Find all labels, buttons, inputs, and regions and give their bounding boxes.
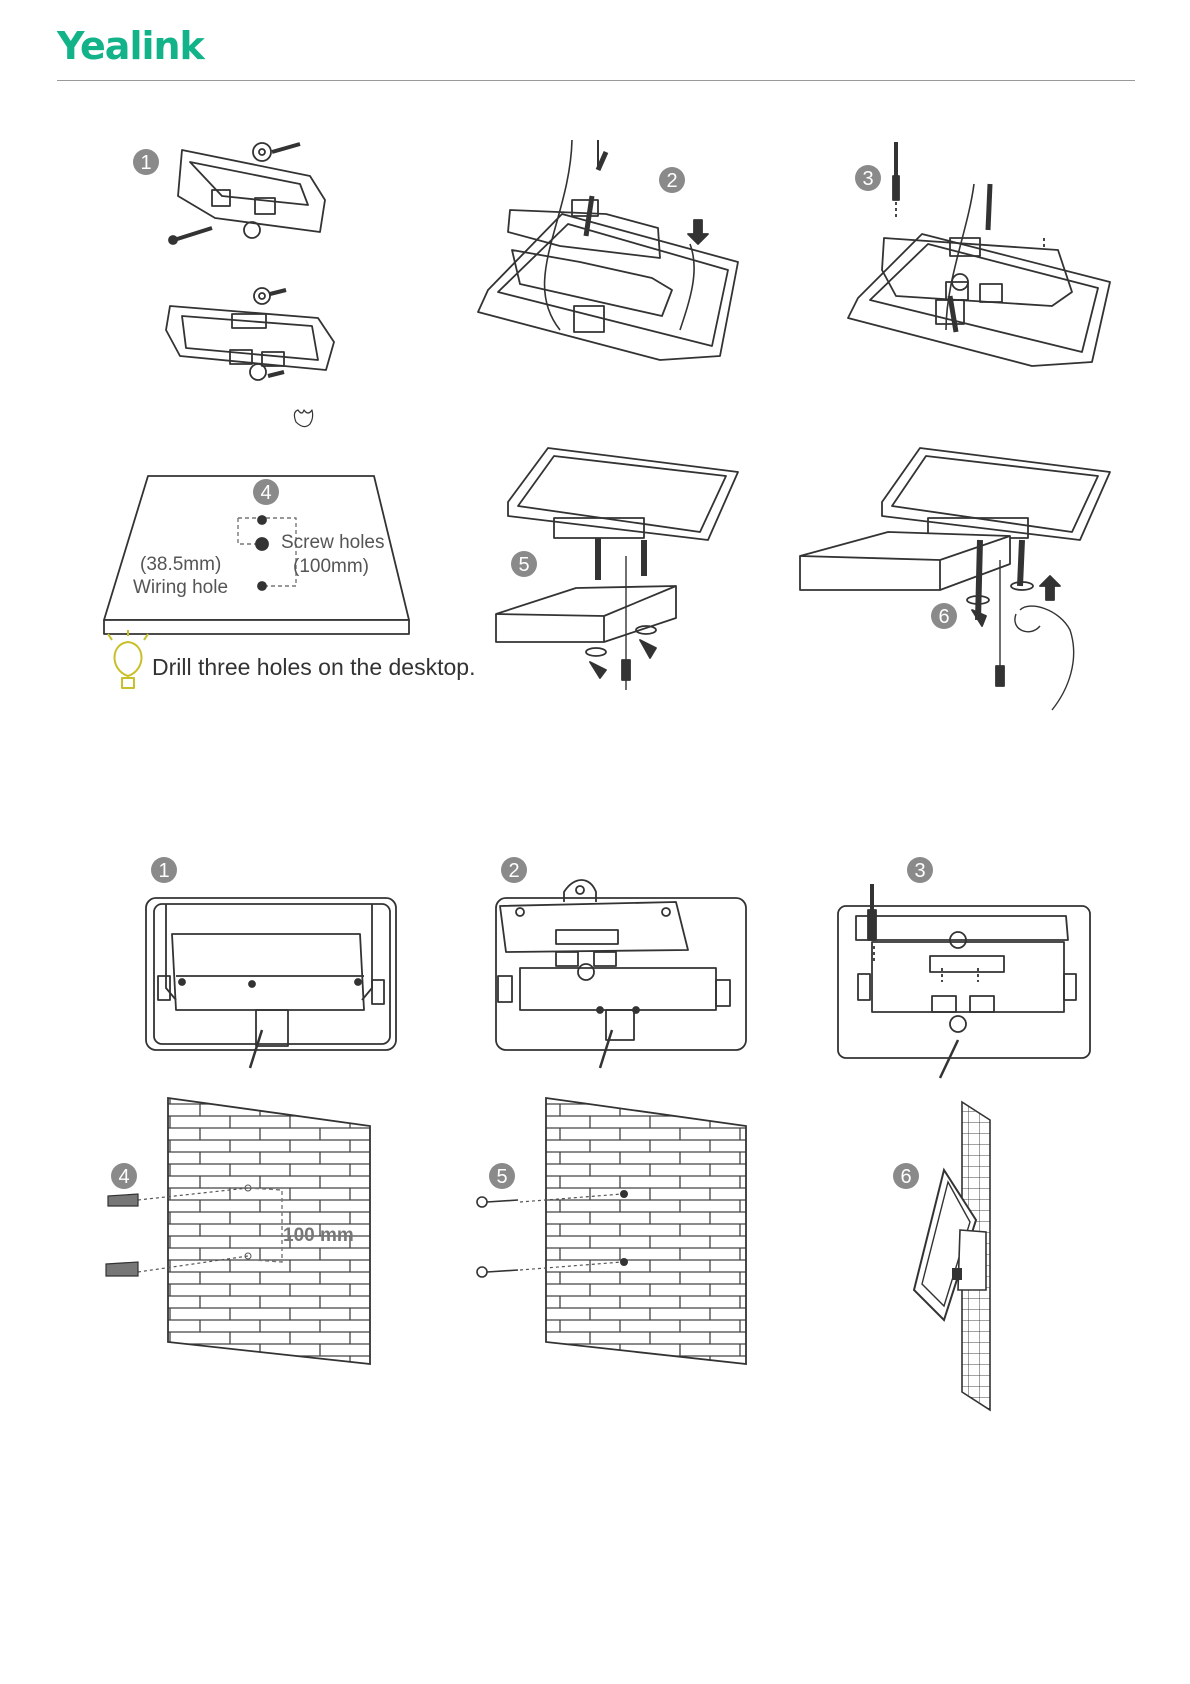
bracket-top-illustration: [169, 143, 325, 244]
desk-mount-tighten-illustration: [800, 448, 1110, 710]
wiring-hole-label: Wiring hole: [133, 577, 228, 599]
wall-base-bracket-attach-illustration: [496, 880, 746, 1068]
wall-screw-illustration: [477, 1098, 746, 1364]
desktop-step-4-badge: 4: [253, 479, 279, 505]
svg-text:4: 4: [260, 482, 271, 504]
desktop-step-3-badge: 3: [855, 165, 881, 191]
wall-step-1-badge: 1: [151, 857, 177, 883]
desktop-step-6-badge: 6: [931, 603, 957, 629]
screw-icon: [477, 1197, 518, 1277]
wall-base-screwdriver-illustration: [838, 884, 1090, 1078]
wall-mounted-device-illustration: [914, 1102, 990, 1410]
desktop-step-5-badge: 5: [511, 551, 537, 577]
base-bracket-slide-illustration: [478, 140, 738, 360]
svg-text:5: 5: [518, 554, 529, 576]
svg-text:2: 2: [666, 170, 677, 192]
drill-tip-text: Drill three holes on the desktop.: [152, 654, 475, 681]
svg-text:6: 6: [900, 1166, 911, 1188]
desktop-step-2-badge: 2: [659, 167, 685, 193]
screw-holes-dimension: (100mm): [293, 556, 369, 578]
wall-step-5-badge: 5: [489, 1163, 515, 1189]
wall-anchor-icon: [106, 1194, 138, 1276]
svg-text:1: 1: [140, 152, 151, 174]
desktop-step-1-badge: 1: [133, 149, 159, 175]
svg-text:1: 1: [158, 860, 169, 882]
svg-text:5: 5: [496, 1166, 507, 1188]
svg-text:2: 2: [508, 860, 519, 882]
screwdriver-fasten-illustration: [848, 142, 1110, 366]
hole-spacing-dimension: 100 mm: [283, 1225, 354, 1247]
wall-base-back-illustration: [146, 898, 396, 1068]
wall-step-4-badge: 4: [111, 1163, 137, 1189]
wall-step-2-badge: 2: [501, 857, 527, 883]
svg-text:3: 3: [862, 168, 873, 190]
lightbulb-icon: [108, 630, 148, 688]
wiring-hole-dimension: (38.5mm): [140, 554, 221, 576]
screw-holes-label: Screw holes: [281, 532, 385, 554]
svg-text:6: 6: [938, 606, 949, 628]
wall-step-6-badge: 6: [893, 1163, 919, 1189]
svg-text:4: 4: [118, 1166, 129, 1188]
bracket-bottom-illustration: [166, 288, 334, 427]
svg-text:3: 3: [914, 860, 925, 882]
wall-step-3-badge: 3: [907, 857, 933, 883]
